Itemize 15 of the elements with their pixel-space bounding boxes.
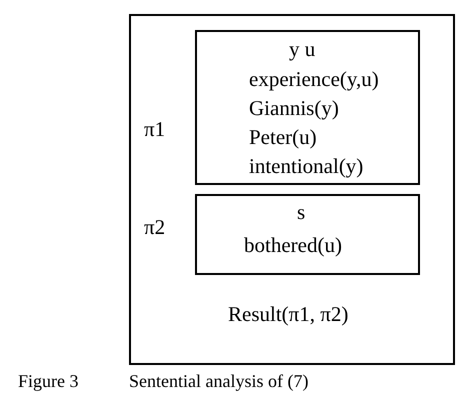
outer-box (129, 14, 455, 365)
box-label: π1 (144, 116, 166, 142)
condition-text: bothered(u) (244, 232, 342, 258)
inner-box (195, 194, 420, 275)
condition-text: Peter(u) (249, 124, 317, 150)
relation-text: Result(π1, π2) (228, 301, 348, 327)
referent-list: s (297, 199, 306, 225)
condition-text: experience(y,u) (249, 66, 379, 92)
figure-caption: Sentential analysis of (7) (129, 370, 308, 392)
inner-box (195, 30, 420, 185)
referent-list: y u (289, 36, 316, 62)
condition-text: Giannis(y) (249, 95, 339, 121)
figure-number: Figure 3 (18, 370, 78, 392)
condition-text: intentional(y) (249, 153, 364, 179)
box-label: π2 (144, 214, 166, 240)
